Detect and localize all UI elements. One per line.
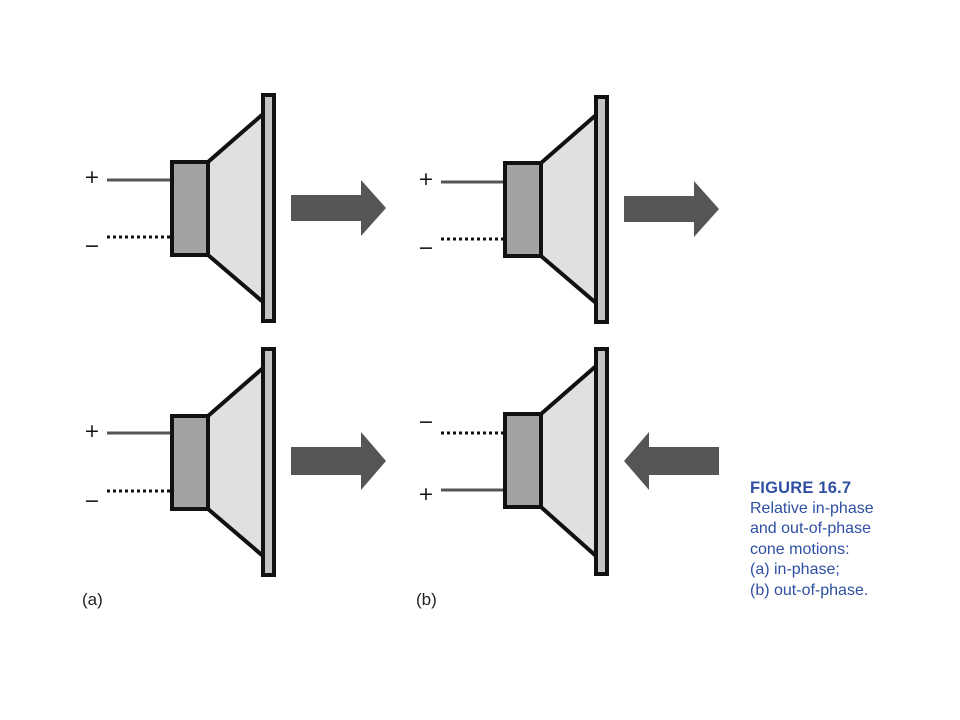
caption-line: cone motions: (750, 540, 850, 558)
front-plate (594, 347, 609, 576)
terminal-b-bottom-lower: + (418, 483, 434, 505)
caption-line: Relative in-phase (750, 499, 874, 517)
front-plate (594, 95, 609, 324)
speaker-b-bottom: − + (418, 347, 719, 576)
figure-number: FIGURE 16.7 (750, 479, 852, 497)
panel-label-a: (a) (82, 590, 103, 609)
magnet (503, 412, 543, 509)
cone (539, 361, 598, 561)
caption-line: and out-of-phase (750, 520, 871, 537)
panel-label-b: (b) (416, 590, 437, 609)
terminal-a-top-upper: + (84, 166, 100, 188)
front-plate (261, 347, 276, 577)
motion-arrow-right (291, 180, 386, 236)
magnet (170, 414, 210, 511)
speaker-b-top: + − (418, 95, 719, 324)
terminal-a-top-lower: − (84, 235, 100, 257)
magnet (503, 161, 543, 258)
cone (206, 363, 265, 561)
caption-line: (b) out-of-phase. (750, 581, 869, 599)
cone (206, 109, 265, 307)
terminal-a-bottom-lower: − (84, 490, 100, 512)
caption-line: (a) in-phase; (750, 561, 840, 578)
terminal-b-bottom-upper: − (418, 411, 434, 433)
front-plate (261, 93, 276, 323)
terminal-a-bottom-upper: + (84, 420, 100, 442)
terminal-b-top-lower: − (418, 237, 434, 259)
figure-caption: FIGURE 16.7 Relative in-phase and out-of… (750, 478, 950, 601)
motion-arrow-right (624, 181, 719, 237)
motion-arrow-right (291, 432, 386, 490)
motion-arrow-left (624, 432, 719, 490)
terminal-b-top-upper: + (418, 168, 434, 190)
magnet (170, 160, 210, 257)
cone (539, 110, 598, 308)
speaker-a-bottom: + − (84, 347, 386, 577)
speaker-a-top: + − (84, 93, 386, 323)
